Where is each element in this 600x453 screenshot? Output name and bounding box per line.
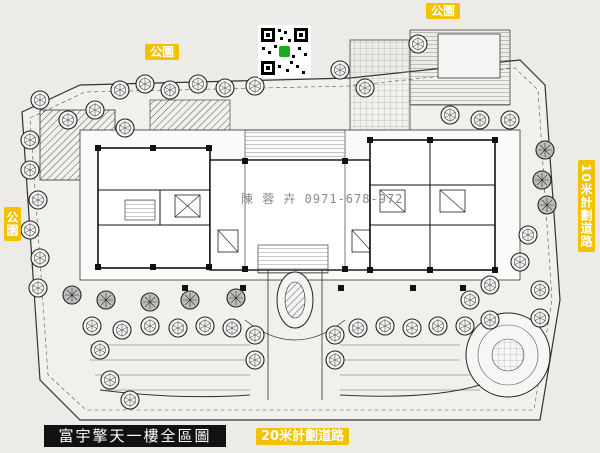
road-label-right: 10米計劃道路 bbox=[578, 160, 595, 252]
road-label-bottom: 20米計劃道路 bbox=[256, 428, 350, 445]
park-label-left: 公園 bbox=[4, 207, 21, 241]
park-label-top-left: 公園 bbox=[145, 44, 180, 60]
park-label-top-right: 公園 bbox=[426, 3, 461, 19]
contact-watermark: 陳 蓉 卉 0971-678-972 bbox=[241, 192, 404, 206]
plan-title: 富宇擎天一樓全區圖 bbox=[44, 425, 226, 447]
qr-code-icon bbox=[258, 25, 311, 78]
